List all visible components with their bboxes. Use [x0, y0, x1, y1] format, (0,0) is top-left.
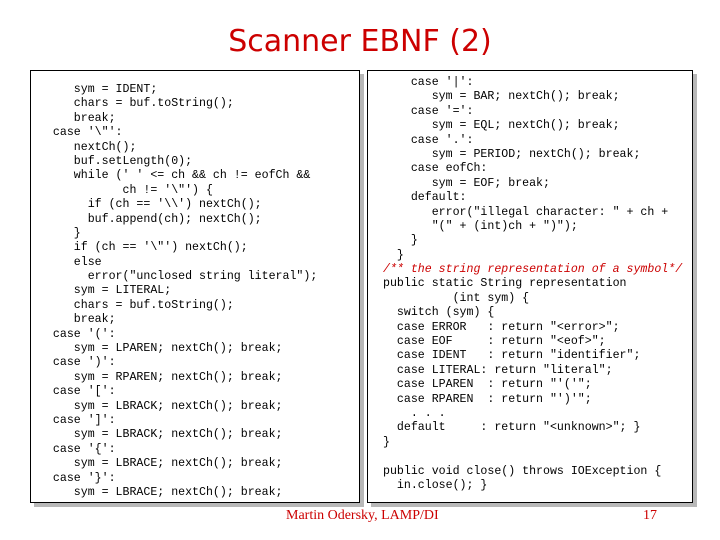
code-line: default : return "<unknown>"; } — [383, 421, 641, 435]
code-line: case LITERAL: return "literal"; — [383, 363, 613, 377]
code-line: case '{': — [39, 442, 116, 456]
code-line: public static String representation — [383, 277, 627, 291]
code-line: sym = LPAREN; nextCh(); break; — [39, 342, 283, 356]
code-line: case EOF : return "<eof>"; — [383, 335, 606, 349]
code-line: case '}': — [39, 471, 116, 485]
code-line: "(" + (int)ch + ")"); — [383, 219, 578, 233]
code-line: sym = LBRACE; nextCh(); break; — [39, 485, 283, 499]
code-line: sym = PERIOD; nextCh(); break; — [383, 147, 641, 161]
code-line: case RPAREN : return "')'"; — [383, 392, 592, 406]
code-line: } — [383, 248, 404, 262]
code-line: sym = IDENT; — [39, 83, 158, 96]
code-line: case '[': — [39, 385, 116, 399]
footer-author: Martin Odersky, LAMP/DI — [286, 508, 439, 523]
code-line: if (ch == '\"') nextCh(); — [39, 241, 248, 255]
code-line: sym = LITERAL; — [39, 284, 172, 298]
code-panel-right: case '|': sym = BAR; nextCh(); break; ca… — [367, 70, 693, 503]
code-line: sym = LBRACK; nextCh(); break; — [39, 399, 283, 413]
code-panel-left: sym = IDENT; chars = buf.toString(); bre… — [30, 70, 360, 503]
code-block-right: case '|': sym = BAR; nextCh(); break; ca… — [383, 76, 682, 493]
code-line: switch (sym) { — [383, 306, 495, 320]
code-line: break; — [39, 313, 116, 327]
code-line: case '\"': — [39, 126, 123, 140]
code-line: case '.': — [383, 133, 474, 147]
code-line: case '=': — [383, 104, 474, 118]
slide-title: Scanner EBNF (2) — [228, 24, 492, 59]
code-line: (int sym) { — [383, 291, 530, 305]
code-line: sym = LBRACE; nextCh(); break; — [39, 457, 283, 471]
code-line: sym = BAR; nextCh(); break; — [383, 90, 620, 104]
code-line: public void close() throws IOException { — [383, 464, 662, 478]
code-line: } — [39, 226, 81, 240]
page-number: 17 — [643, 508, 657, 523]
code-line: sym = LBRACK; nextCh(); break; — [39, 428, 283, 442]
code-line: buf.setLength(0); — [39, 154, 193, 168]
code-line: break; — [39, 111, 116, 125]
code-line: ch != '\"') { — [39, 183, 213, 197]
code-line: } — [383, 435, 390, 449]
code-line: case IDENT : return "identifier"; — [383, 349, 641, 363]
code-block-left: sym = IDENT; chars = buf.toString(); bre… — [39, 83, 317, 500]
code-line: case ')': — [39, 356, 116, 370]
code-line: sym = EOF; break; — [383, 176, 550, 190]
code-line: buf.append(ch); nextCh(); — [39, 212, 262, 226]
code-line: case ERROR : return "<error>"; — [383, 320, 620, 334]
code-line: chars = buf.toString(); — [39, 298, 234, 312]
code-line: case ']': — [39, 413, 116, 427]
code-line: error("unclosed string literal"); — [39, 270, 318, 284]
code-line: nextCh(); — [39, 140, 137, 154]
code-line: error("illegal character: " + ch + — [383, 205, 669, 219]
code-line: case '(': — [39, 327, 116, 341]
code-line: else — [39, 255, 102, 269]
code-line: case '|': — [383, 76, 474, 89]
code-line: while (' ' <= ch && ch != eofCh && — [39, 169, 311, 183]
code-line: chars = buf.toString(); — [39, 97, 234, 111]
code-line: case eofCh: — [383, 162, 488, 176]
code-line: sym = EQL; nextCh(); break; — [383, 119, 620, 133]
code-line: . . . — [383, 406, 446, 420]
code-line: sym = RPAREN; nextCh(); break; — [39, 370, 283, 384]
code-line: in.close(); } — [383, 478, 488, 492]
code-comment-line: /** the string representation of a symbo… — [383, 263, 683, 277]
code-line: case LPAREN : return "'('"; — [383, 378, 592, 392]
code-line: if (ch == '\\') nextCh(); — [39, 198, 262, 212]
code-line: default: — [383, 191, 467, 205]
code-line — [383, 450, 682, 464]
code-line: } — [383, 234, 418, 248]
